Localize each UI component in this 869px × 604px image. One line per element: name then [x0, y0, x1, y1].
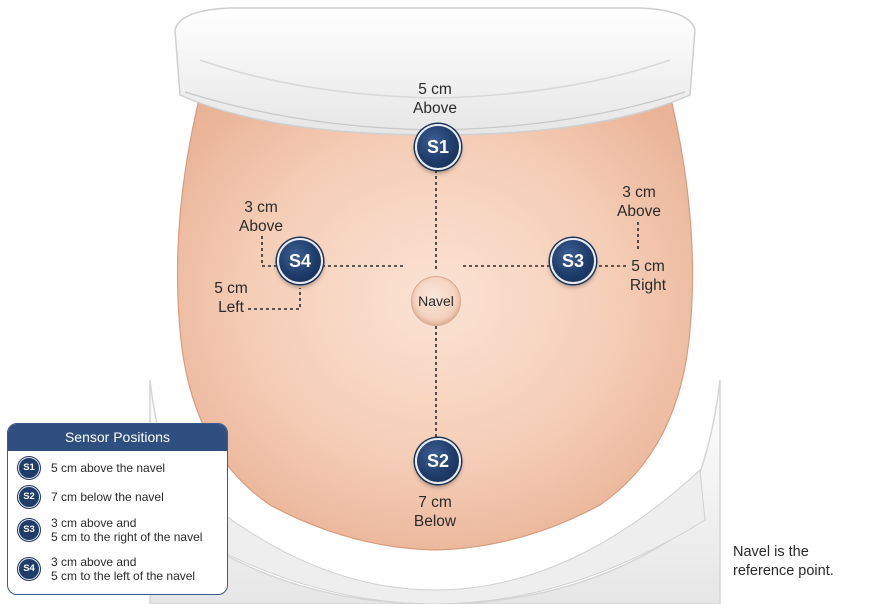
legend-text-s3: 3 cm above and 5 cm to the right of the …: [51, 516, 202, 544]
reference-note-line2: reference point.: [733, 562, 834, 581]
s1-offset-label: 5 cm Above: [402, 80, 468, 118]
legend-badge-s3: S3: [18, 519, 40, 541]
s4-above-direction: Above: [228, 217, 294, 236]
navel-marker: Navel: [411, 276, 461, 326]
s4-left-distance: 5 cm: [198, 279, 264, 298]
legend-text-s1: 5 cm above the navel: [51, 461, 165, 475]
sensor-s3: S3: [550, 238, 596, 284]
s4-above-label: 3 cm Above: [228, 198, 294, 236]
s4-left-label: 5 cm Left: [198, 279, 264, 317]
sensor-s1: S1: [415, 124, 461, 170]
s2-offset-label: 7 cm Below: [402, 493, 468, 531]
legend-text-s1-line1: 5 cm above the navel: [51, 461, 165, 475]
s1-offset-direction: Above: [402, 99, 468, 118]
s3-right-direction: Right: [615, 276, 681, 295]
s3-right-distance: 5 cm: [615, 257, 681, 276]
s3-right-label: 5 cm Right: [615, 257, 681, 295]
legend-badge-s1: S1: [18, 457, 40, 479]
sensor-s4: S4: [277, 238, 323, 284]
legend-text-s4-line1: 3 cm above and: [51, 555, 195, 569]
legend-item-s2: S2 7 cm below the navel: [18, 486, 164, 508]
legend-badge-s4: S4: [18, 558, 40, 580]
legend-text-s3-line2: 5 cm to the right of the navel: [51, 530, 202, 544]
legend-item-s3: S3 3 cm above and 5 cm to the right of t…: [18, 516, 202, 544]
legend-text-s2-line1: 7 cm below the navel: [51, 490, 164, 504]
legend-text-s3-line1: 3 cm above and: [51, 516, 202, 530]
s3-above-distance: 3 cm: [606, 183, 672, 202]
reference-note-line1: Navel is the: [733, 543, 834, 562]
s2-offset-distance: 7 cm: [402, 493, 468, 512]
legend-text-s4: 3 cm above and 5 cm to the left of the n…: [51, 555, 195, 583]
s2-offset-direction: Below: [402, 512, 468, 531]
legend-item-s4: S4 3 cm above and 5 cm to the left of th…: [18, 555, 195, 583]
s4-above-distance: 3 cm: [228, 198, 294, 217]
s1-offset-distance: 5 cm: [402, 80, 468, 99]
sensor-s2: S2: [415, 438, 461, 484]
sensor-positions-legend: Sensor Positions S1 5 cm above the navel…: [7, 423, 228, 595]
s3-above-label: 3 cm Above: [606, 183, 672, 221]
reference-note: Navel is the reference point.: [733, 543, 834, 581]
legend-item-s1: S1 5 cm above the navel: [18, 457, 165, 479]
s3-above-direction: Above: [606, 202, 672, 221]
legend-title: Sensor Positions: [8, 424, 227, 451]
legend-badge-s2: S2: [18, 486, 40, 508]
s4-left-direction: Left: [198, 298, 264, 317]
legend-text-s4-line2: 5 cm to the left of the navel: [51, 569, 195, 583]
legend-text-s2: 7 cm below the navel: [51, 490, 164, 504]
